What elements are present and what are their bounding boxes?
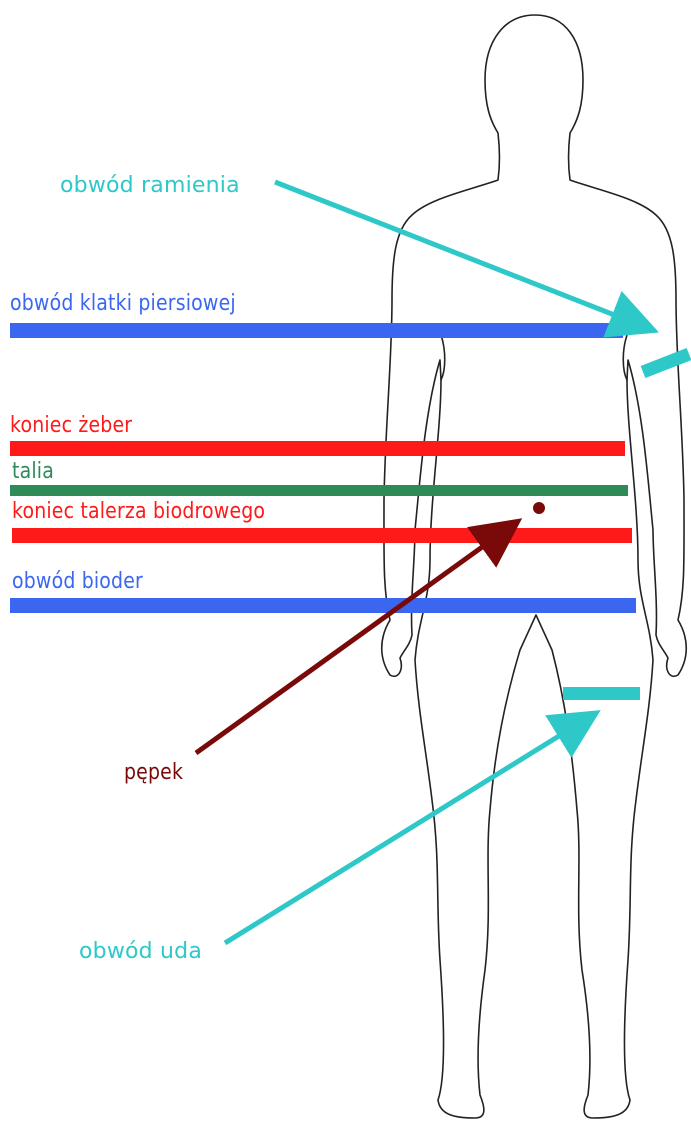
shoulder-arrow	[275, 182, 645, 327]
navel-label: pępek	[124, 760, 183, 786]
shoulder-label: obwód ramienia	[60, 173, 240, 199]
thigh-marker	[563, 687, 640, 700]
chest-line	[10, 323, 623, 338]
ribs-line	[10, 441, 625, 456]
thigh-arrow	[225, 718, 588, 943]
hips-label: obwód bioder	[12, 569, 143, 595]
navel-dot	[533, 502, 545, 514]
pelvis-line	[12, 528, 632, 543]
shoulder-marker	[643, 354, 689, 372]
waist-line	[10, 485, 628, 496]
navel-arrow	[196, 527, 510, 753]
hips-line	[10, 598, 636, 613]
waist-label: talia	[12, 459, 54, 485]
pelvis-label: koniec talerza biodrowego	[12, 499, 265, 525]
human-body-outline-icon	[382, 15, 687, 1118]
chest-label: obwód klatki piersiowej	[10, 291, 236, 317]
ribs-label: koniec żeber	[10, 413, 132, 439]
thigh-label: obwód uda	[79, 939, 202, 965]
